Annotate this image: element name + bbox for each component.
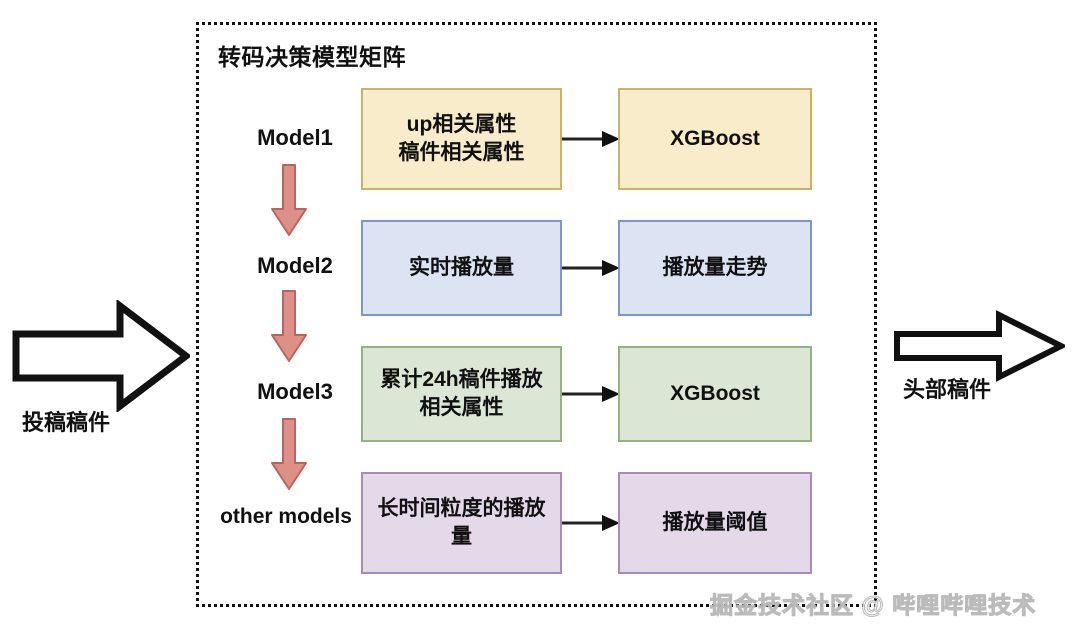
feature-line: 相关属性: [419, 396, 504, 419]
feature-box-row4: 长时间粒度的播放 量: [361, 472, 562, 574]
feature-box-row2: 实时播放量: [361, 220, 562, 316]
connector-row2: [562, 259, 620, 277]
connector-row4: [562, 514, 620, 532]
connector-row1: [562, 130, 620, 148]
arrow-right-icon: [562, 515, 620, 531]
arrow-right-icon: [562, 386, 620, 402]
stage-label-other-models: other models: [220, 505, 352, 528]
model-name: 播放量阈值: [662, 510, 768, 534]
input-flow-label: 投稿稿件: [22, 410, 111, 435]
arrow-down-icon: [271, 290, 307, 362]
block-arrow-right-icon: [12, 298, 192, 414]
arrow-right-icon: [562, 260, 620, 276]
stage-label-model3: Model3: [257, 379, 333, 404]
arrow-right-icon: [562, 131, 620, 147]
model-box-row1: XGBoost: [618, 88, 812, 190]
arrow-down-icon: [271, 164, 307, 236]
feature-box-row3: 累计24h稿件播放 相关属性: [361, 346, 562, 442]
feature-line: 累计24h稿件播放: [380, 367, 543, 391]
model-box-row4: 播放量阈值: [618, 472, 812, 574]
stage-arrow-3: [270, 417, 308, 491]
arrow-down-icon: [271, 418, 307, 490]
feature-line: 量: [451, 525, 472, 548]
watermark: 掘金技术社区 @ 哔哩哔哩技术: [709, 592, 1037, 619]
feature-line: 稿件相关属性: [398, 141, 525, 164]
feature-line: 长时间粒度的播放: [377, 496, 546, 520]
model-name: XGBoost: [670, 381, 760, 405]
input-flow-arrow: [12, 298, 192, 414]
stage-arrow-1: [270, 163, 308, 237]
feature-box-row1: up相关属性 稿件相关属性: [361, 88, 562, 190]
connector-row3: [562, 385, 620, 403]
matrix-title: 转码决策模型矩阵: [218, 44, 406, 70]
block-arrow-right-icon: [894, 310, 1068, 382]
model-box-row3: XGBoost: [618, 346, 812, 442]
stage-label-model2: Model2: [257, 253, 333, 278]
model-name: 播放量走势: [662, 255, 768, 279]
stage-arrow-2: [270, 289, 308, 363]
output-flow-label: 头部稿件: [903, 377, 992, 402]
model-name: XGBoost: [670, 126, 760, 150]
model-box-row2: 播放量走势: [618, 220, 812, 316]
feature-line: up相关属性: [406, 112, 517, 136]
feature-line: 实时播放量: [409, 255, 514, 279]
model-matrix-container: [196, 22, 877, 607]
stage-label-model1: Model1: [257, 125, 333, 150]
output-flow-arrow: [893, 310, 1068, 382]
